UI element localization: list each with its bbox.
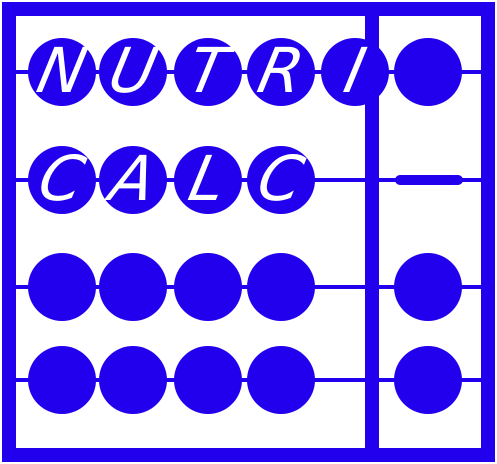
bead [28,146,96,214]
bead [247,346,315,414]
bead [174,146,242,214]
bead [99,146,167,214]
bead [99,253,167,321]
bead [321,38,389,106]
side-bead [394,38,462,106]
bead [174,38,242,106]
bead [28,346,96,414]
bead [247,38,315,106]
bead [247,253,315,321]
bead [99,346,167,414]
abacus-rods [9,70,488,382]
side-bead [394,346,462,414]
side-bar [395,175,463,185]
frame-divider [365,9,379,455]
bead [99,38,167,106]
side-bead [394,253,462,321]
bead [174,346,242,414]
bead [247,146,315,214]
bead [28,253,96,321]
bead [174,253,242,321]
bead [28,38,96,106]
